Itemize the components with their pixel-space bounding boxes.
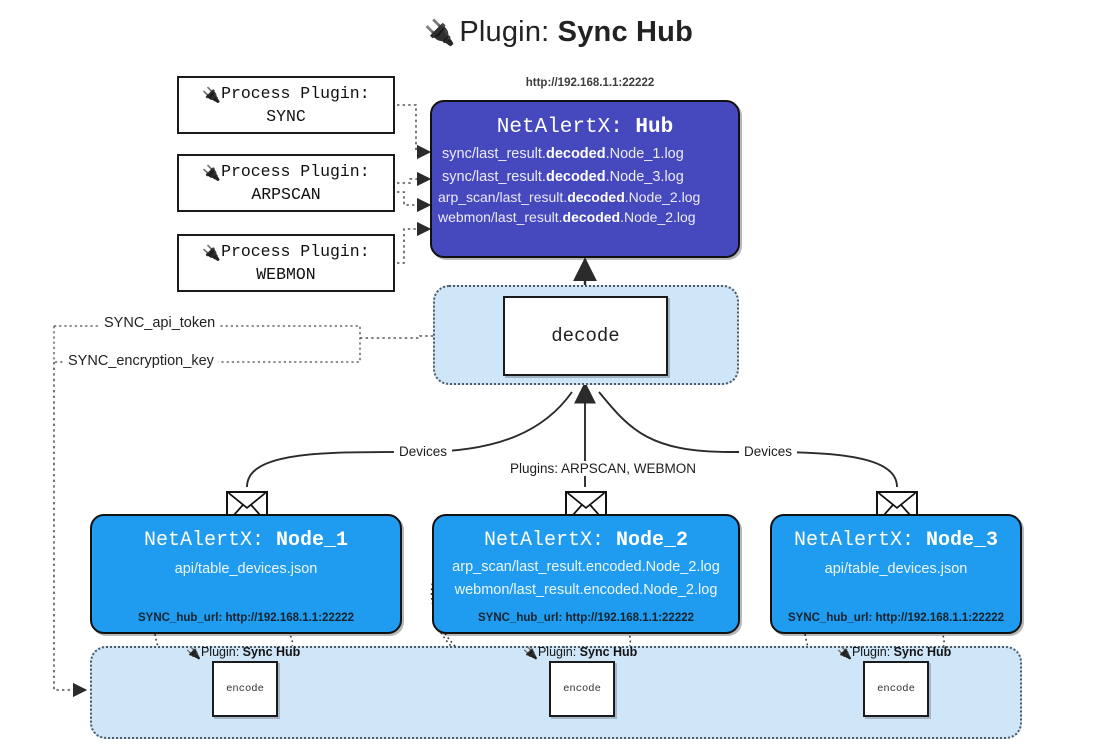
log-pre: sync/last_result. <box>442 169 546 185</box>
node-title-name: Node_3 <box>926 529 999 552</box>
hub-log-line: arp_scan/last_result.decoded.Node_2.log <box>432 189 738 205</box>
process-plugin-arpscan[interactable]: 🔌Process Plugin: ARPSCAN <box>177 154 395 212</box>
node-card-node-2[interactable]: NetAlertX: Node_2 arp_scan/last_result.e… <box>432 514 740 634</box>
hub-url-label: http://192.168.1.1:22222 <box>525 77 655 89</box>
encode-plugin-tag: 🔌Plugin: Sync Hub <box>837 645 951 660</box>
plug-icon: 🔌 <box>202 244 222 263</box>
node-card-node-3[interactable]: NetAlertX: Node_3 api/table_devices.json… <box>770 514 1022 634</box>
hub-log-line: sync/last_result.decoded.Node_1.log <box>432 146 738 162</box>
process-plugin-label: Process Plugin: <box>221 84 370 104</box>
page-title-name: Sync Hub <box>557 16 693 48</box>
log-post: .Node_1.log <box>605 146 684 162</box>
plug-icon: 🔌 <box>202 164 222 183</box>
edge-label-devices-left: Devices <box>394 444 453 459</box>
node-title: NetAlertX: Node_3 <box>772 529 1020 552</box>
edge-label-plugins: Plugins: ARPSCAN, WEBMON <box>505 461 702 476</box>
hub-log-line: webmon/last_result.decoded.Node_2.log <box>432 209 738 225</box>
log-post: .Node_2.log <box>624 189 701 205</box>
encode-plugin-tag-name: Sync Hub <box>579 645 638 659</box>
node-title-prefix: NetAlertX: <box>483 529 616 552</box>
process-plugin-label: Process Plugin: <box>221 242 370 262</box>
node-resource-line: api/table_devices.json <box>824 561 968 577</box>
process-plugin-name: ARPSCAN <box>251 184 321 204</box>
process-plugin-name: WEBMON <box>256 264 316 284</box>
sync-api-token-label: SYNC_api_token <box>100 315 220 331</box>
decode-box[interactable]: decode <box>503 296 668 376</box>
encode-plugin-tag-name: Sync Hub <box>242 645 301 659</box>
log-pre: sync/last_result. <box>442 146 546 162</box>
log-mid: decoded <box>562 209 621 225</box>
encode-plugin-tag-prefix: Plugin: <box>851 645 894 659</box>
node-resource-line: webmon/last_result.encoded.Node_2.log <box>454 582 718 598</box>
node-resource-line: arp_scan/last_result.encoded.Node_2.log <box>452 559 720 575</box>
log-mid: decoded <box>545 169 606 185</box>
node-card-node-1[interactable]: NetAlertX: Node_1 api/table_devices.json… <box>90 514 402 634</box>
log-mid: decoded <box>545 146 606 162</box>
log-pre: arp_scan/last_result. <box>438 189 568 205</box>
encode-plugin-tag: 🔌Plugin: Sync Hub <box>523 645 637 660</box>
plug-icon: 🔌 <box>186 646 201 660</box>
hub-title: NetAlertX: Hub <box>432 116 738 139</box>
node-title-name: Node_2 <box>616 529 689 552</box>
log-mid: decoded <box>567 189 625 205</box>
process-plugin-label: Process Plugin: <box>221 162 370 182</box>
plug-icon: 🔌 <box>837 646 852 660</box>
node-title: NetAlertX: Node_2 <box>434 529 738 552</box>
node-title-name: Node_1 <box>276 529 349 552</box>
plug-icon: 🔌 <box>523 646 538 660</box>
page-title-prefix: Plugin: <box>459 16 558 48</box>
plug-icon: 🔌 <box>424 19 456 47</box>
encode-plugin-tag-name: Sync Hub <box>893 645 952 659</box>
node-resource-line: api/table_devices.json <box>174 561 318 577</box>
log-post: .Node_3.log <box>605 169 684 185</box>
hub-node-card[interactable]: NetAlertX: Hub sync/last_result.decoded.… <box>430 100 740 258</box>
plug-icon: 🔌 <box>202 86 222 105</box>
node-hub-url: SYNC_hub_url: http://192.168.1.1:22222 <box>137 612 355 624</box>
encode-box[interactable]: encode <box>863 661 929 717</box>
process-plugin-sync[interactable]: 🔌Process Plugin: SYNC <box>177 76 395 134</box>
log-pre: webmon/last_result. <box>438 209 563 225</box>
encode-box[interactable]: encode <box>549 661 615 717</box>
process-plugin-name: SYNC <box>266 106 306 126</box>
node-hub-url: SYNC_hub_url: http://192.168.1.1:22222 <box>477 612 695 624</box>
node-title: NetAlertX: Node_1 <box>92 529 400 552</box>
sync-encryption-key-label: SYNC_encryption_key <box>64 353 218 369</box>
page-title: 🔌Plugin: Sync Hub <box>0 16 1117 49</box>
encode-plugin-tag-prefix: Plugin: <box>200 645 243 659</box>
encode-plugin-tag: 🔌Plugin: Sync Hub <box>186 645 300 660</box>
node-title-prefix: NetAlertX: <box>143 529 276 552</box>
hub-title-name: Hub <box>635 116 674 139</box>
hub-log-line: sync/last_result.decoded.Node_3.log <box>432 169 738 185</box>
hub-title-prefix: NetAlertX: <box>496 116 636 139</box>
log-post: .Node_2.log <box>620 209 696 225</box>
process-plugin-webmon[interactable]: 🔌Process Plugin: WEBMON <box>177 234 395 292</box>
node-title-prefix: NetAlertX: <box>793 529 926 552</box>
encode-box[interactable]: encode <box>212 661 278 717</box>
edge-label-devices-right: Devices <box>739 444 798 459</box>
encode-plugin-tag-prefix: Plugin: <box>537 645 580 659</box>
node-hub-url: SYNC_hub_url: http://192.168.1.1:22222 <box>787 612 1005 624</box>
